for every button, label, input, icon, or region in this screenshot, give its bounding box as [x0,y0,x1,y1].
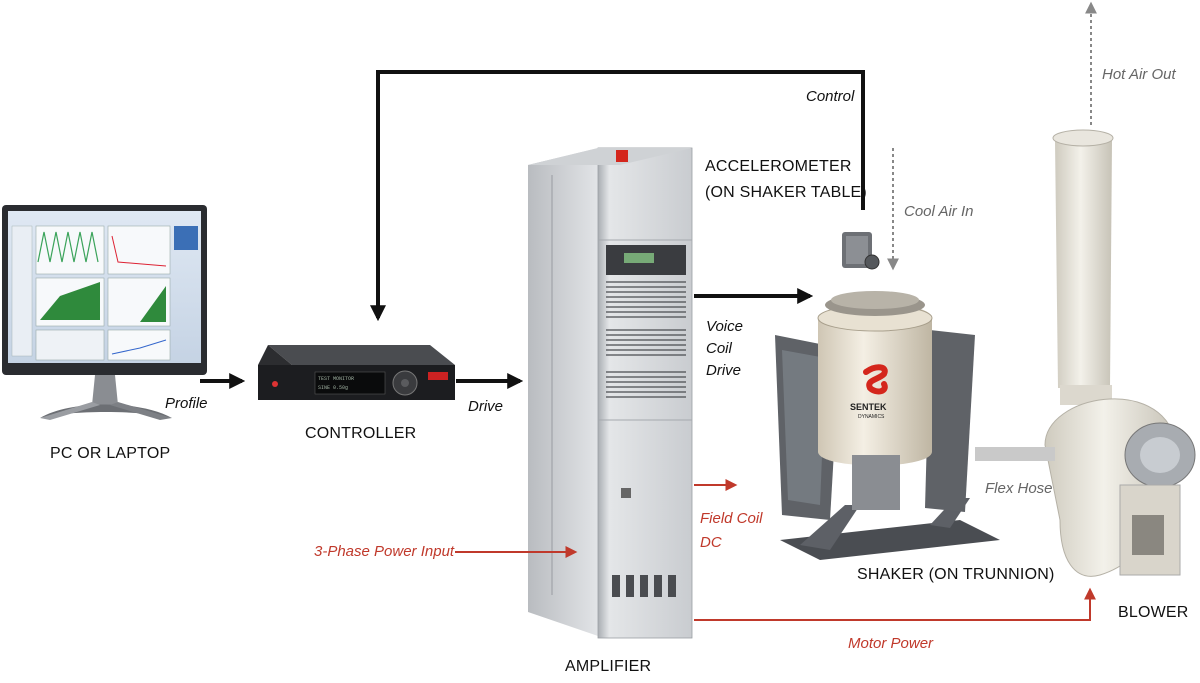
controller-device-icon: TEST MONITOR SINE 0.50g [258,345,455,400]
voice-coil-label-line2: Coil [706,340,732,357]
blower-label: BLOWER [1118,604,1189,621]
shaker-icon [775,291,1000,560]
three-phase-power-label: 3-Phase Power Input [314,543,455,560]
profile-label: Profile [165,395,208,412]
amplifier-vent-grille-icon [606,281,686,398]
amplifier-label: AMPLIFIER [565,658,652,675]
accelerometer-icon [842,232,880,270]
flex-hose-icon [975,447,1055,461]
voice-coil-label-line1: Voice [706,318,743,335]
control-feedback-arrow [370,70,865,322]
pc-label: PC OR LAPTOP [50,445,171,462]
accelerometer-label-line1: ACCELEROMETER [705,158,852,175]
svg-text:SINE 0.50g: SINE 0.50g [318,385,348,391]
cool-air-in-label: Cool Air In [904,203,974,220]
shaker-brand-label: SENTEK [850,402,887,412]
motor-power-label: Motor Power [848,635,934,652]
flex-hose-label: Flex Hose [985,480,1053,497]
accelerometer-label-line2: (ON SHAKER TABLE) [705,184,867,201]
motor-power-arrow [694,587,1096,621]
voice-coil-label-line3: Drive [706,362,742,379]
control-label: Control [806,88,855,105]
shaker-brand-sublabel: DYNAMICS [858,414,885,420]
controller-label: CONTROLLER [305,425,417,442]
blower-icon [1044,129,1196,577]
field-coil-label-line1: Field Coil [700,510,763,527]
svg-text:TEST MONITOR: TEST MONITOR [318,376,354,382]
pc-monitor-icon [2,205,207,420]
hot-air-out-label: Hot Air Out [1102,66,1176,83]
field-coil-label-line2: DC [700,534,722,551]
amplifier-cabinet-icon [528,147,693,639]
shaker-label: SHAKER (ON TRUNNION) [857,566,1055,583]
drive-label: Drive [468,398,504,415]
